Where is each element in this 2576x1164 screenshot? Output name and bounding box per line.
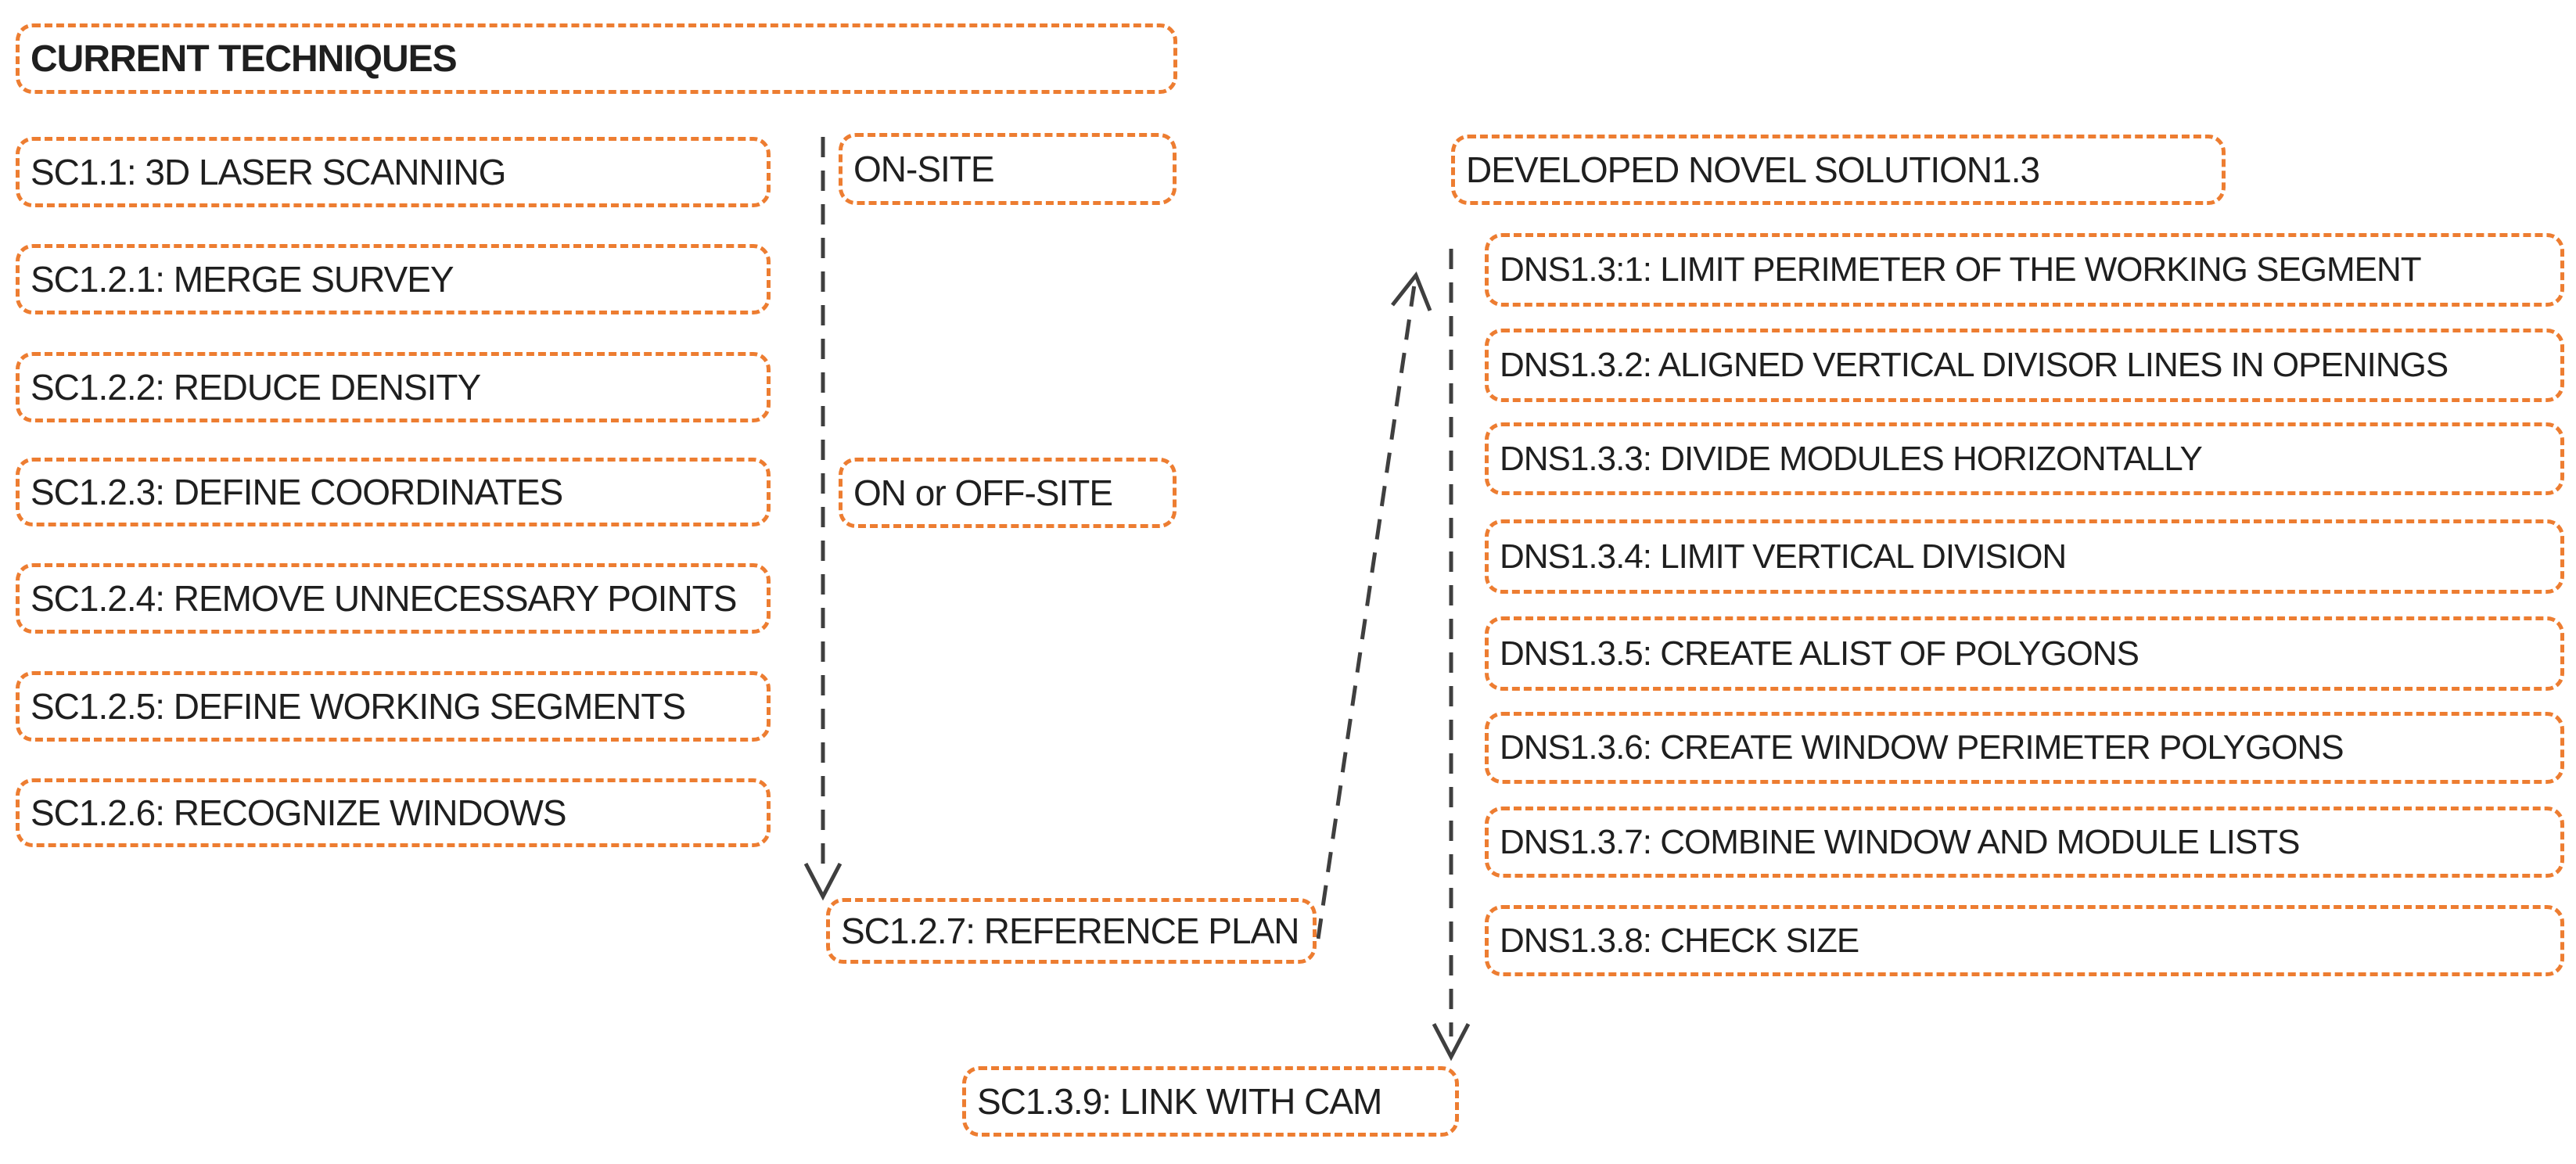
node-dns1-3-2: DNS1.3.2: ALIGNED VERTICAL DIVISOR LINES… <box>1485 329 2564 402</box>
node-dns1-3-8: DNS1.3.8: CHECK SIZE <box>1485 905 2564 976</box>
node-dns1-3-5: DNS1.3.5: CREATE ALIST OF POLYGONS <box>1485 616 2564 691</box>
node-sc1-2-4: SC1.2.4: REMOVE UNNECESSARY POINTS <box>16 563 771 634</box>
node-sc1-1: SC1.1: 3D LASER SCANNING <box>16 137 771 207</box>
arrow-onsite-to-sc127 <box>803 137 842 901</box>
node-sc1-2-1: SC1.2.1: MERGE SURVEY <box>16 244 771 314</box>
node-sc1-2-5: SC1.2.5: DEFINE WORKING SEGMENTS <box>16 671 771 742</box>
node-on-or-off-site: ON or OFF-SITE <box>839 458 1177 528</box>
node-sc1-2-6: SC1.2.6: RECOGNIZE WINDOWS <box>16 778 771 847</box>
node-developed-novel-solution: DEVELOPED NOVEL SOLUTION1.3 <box>1451 135 2226 205</box>
node-dns1-3-3: DNS1.3.3: DIVIDE MODULES HORIZONTALLY <box>1485 422 2564 495</box>
node-current-techniques: CURRENT TECHNIQUES <box>16 23 1177 94</box>
node-on-site: ON-SITE <box>839 133 1177 205</box>
node-dns1-3-1: DNS1.3:1: LIMIT PERIMETER OF THE WORKING… <box>1485 233 2564 307</box>
node-sc1-2-3: SC1.2.3: DEFINE COORDINATES <box>16 458 771 526</box>
node-dns1-3-4: DNS1.3.4: LIMIT VERTICAL DIVISION <box>1485 519 2564 594</box>
node-sc1-2-2: SC1.2.2: REDUCE DENSITY <box>16 352 771 422</box>
node-dns1-3-7: DNS1.3.7: COMBINE WINDOW AND MODULE LIST… <box>1485 807 2564 878</box>
node-sc1-3-9: SC1.3.9: LINK WITH CAM <box>962 1066 1459 1137</box>
node-sc1-2-7: SC1.2.7: REFERENCE PLAN <box>826 898 1317 964</box>
arrow-sc127-to-dns1 <box>1316 271 1432 939</box>
node-dns1-3-6: DNS1.3.6: CREATE WINDOW PERIMETER POLYGO… <box>1485 712 2564 784</box>
arrow-dnsheader-to-sc139 <box>1432 249 1471 1062</box>
